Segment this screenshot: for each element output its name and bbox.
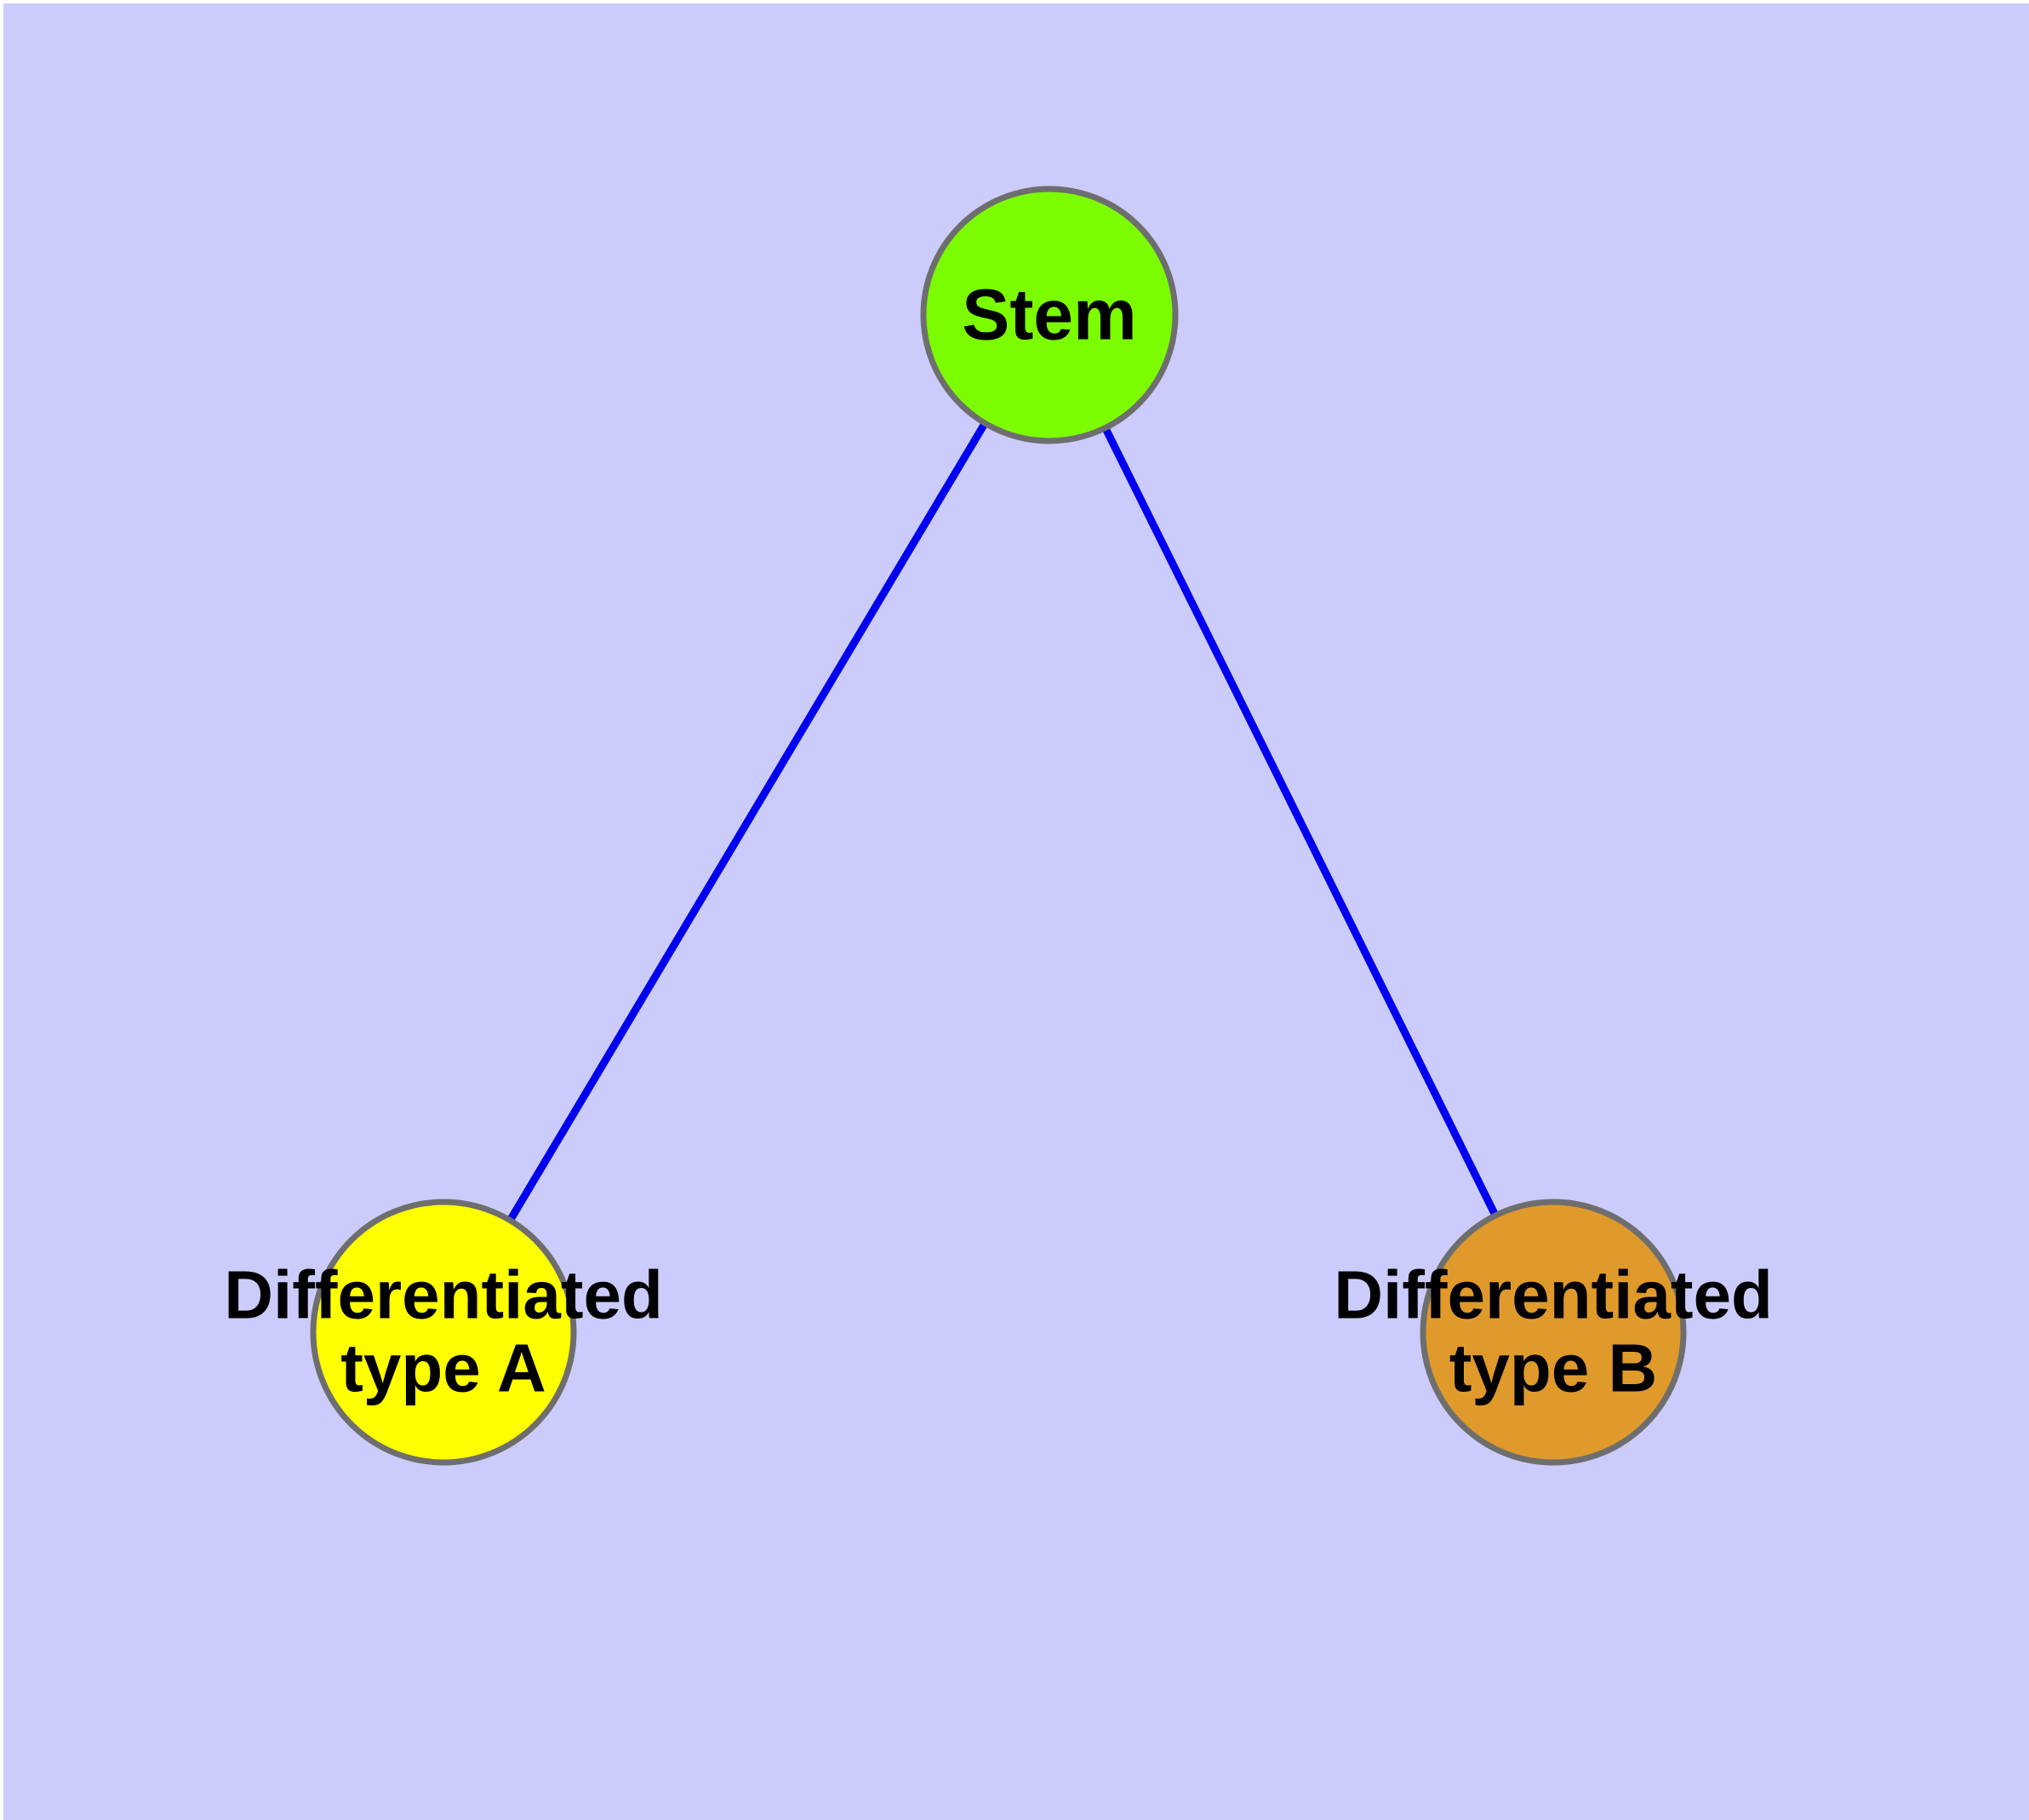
nodes-group bbox=[310, 186, 1687, 1466]
graph-edge bbox=[1100, 424, 1500, 1219]
edges-group bbox=[506, 420, 1500, 1224]
graph-edge bbox=[506, 420, 990, 1224]
graph-node-diff_a[interactable] bbox=[310, 1199, 577, 1466]
graph-node-diff_b[interactable] bbox=[1420, 1199, 1687, 1466]
graph-node-stem[interactable] bbox=[920, 186, 1179, 444]
